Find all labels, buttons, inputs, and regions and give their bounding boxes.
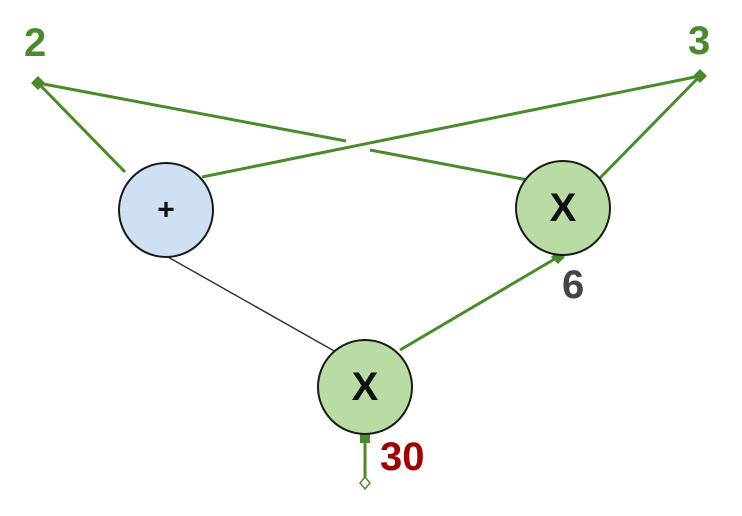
edge-add-to-mulbottom — [167, 256, 337, 353]
output-diamond-marker — [359, 475, 371, 491]
input2-port-marker — [31, 76, 45, 90]
mul-bottom-output-value: 30 — [380, 435, 425, 479]
edge-input3-to-multop — [596, 74, 702, 182]
mul-bottom-node: X — [317, 339, 413, 435]
edge-input3-to-add — [201, 74, 701, 179]
input-left-value: 2 — [24, 21, 46, 65]
mul-top-node-symbol: X — [550, 186, 577, 230]
input-right-value: 3 — [688, 19, 710, 63]
add-node: + — [118, 162, 214, 258]
edge-input2-to-add — [36, 81, 127, 174]
add-node-circle — [118, 162, 214, 258]
input3-port-marker — [693, 69, 707, 83]
mul-bottom-node-circle — [317, 339, 413, 435]
edge-input2-to-multop-b — [369, 148, 529, 182]
mul-top-node: X — [515, 160, 611, 256]
edge-mulbottom-to-multop — [399, 255, 559, 352]
mul-top-output-value: 6 — [562, 263, 584, 307]
mul-bottom-node-symbol: X — [352, 365, 379, 409]
edge-input2-to-multop-a — [37, 81, 347, 143]
mul-top-node-circle — [515, 160, 611, 256]
mulbottom-output-port — [360, 433, 370, 443]
add-node-symbol: + — [157, 194, 175, 227]
